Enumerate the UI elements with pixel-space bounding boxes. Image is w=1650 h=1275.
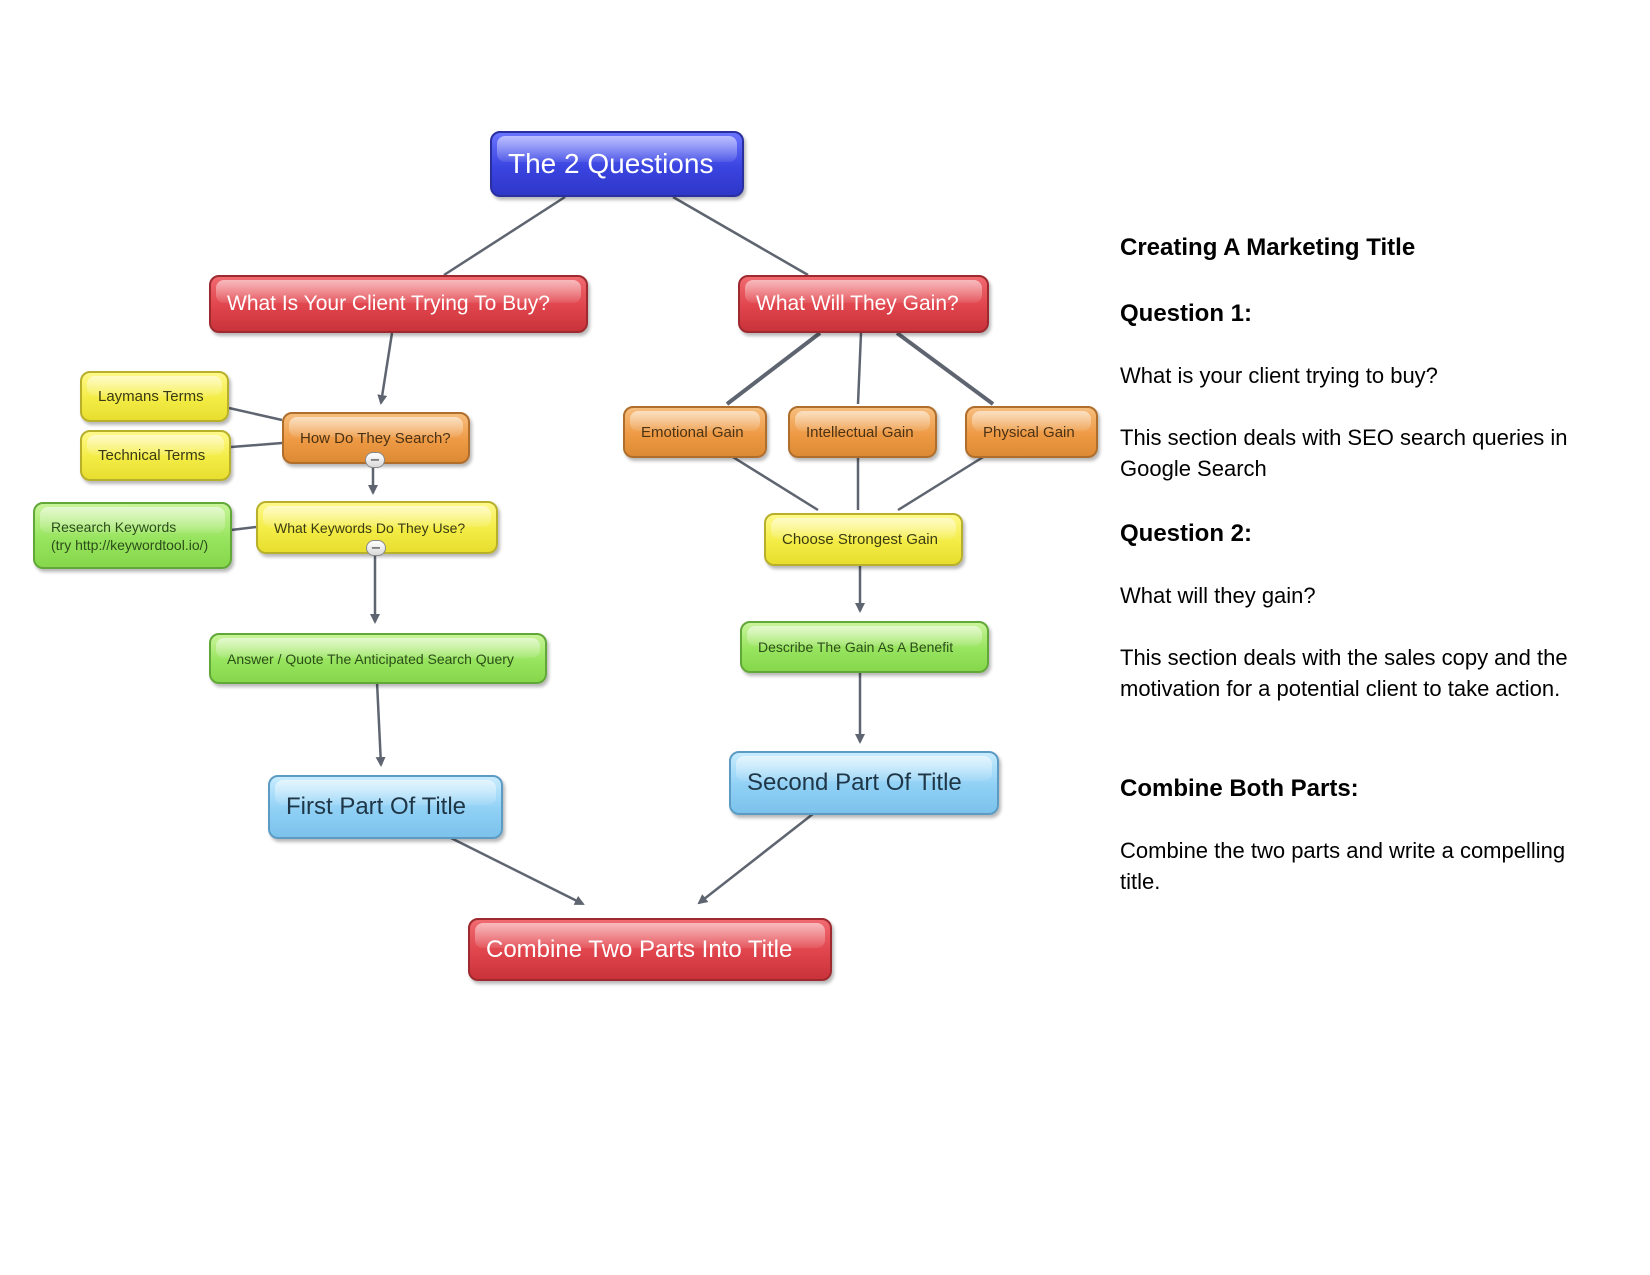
connector-answer-first bbox=[375, 681, 386, 767]
node-physical-gain[interactable]: Physical Gain bbox=[965, 406, 1098, 458]
node-label: First Part Of Title bbox=[286, 793, 467, 820]
combine-heading: Combine Both Parts: bbox=[1120, 775, 1359, 802]
question-2-text: What will they gain? bbox=[1120, 583, 1316, 608]
node-label: The 2 Questions bbox=[508, 148, 714, 179]
node-label: Laymans Terms bbox=[98, 388, 204, 405]
question-1-description: This section deals with SEO search queri… bbox=[1120, 425, 1568, 481]
node-label: How Do They Search? bbox=[300, 429, 451, 447]
connector-q2-emotional bbox=[725, 331, 822, 406]
node-choose-strongest-gain[interactable]: Choose Strongest Gain bbox=[764, 513, 963, 566]
connector-second-combine bbox=[697, 809, 819, 905]
node-label-group: Research Keywords (try http://keywordtoo… bbox=[51, 518, 208, 554]
question-2-description: This section deals with the sales copy a… bbox=[1120, 645, 1568, 701]
node-second-part-of-title[interactable]: Second Part Of Title bbox=[729, 751, 999, 815]
node-label-line2: (try http://keywordtool.io/) bbox=[51, 536, 209, 553]
node-client-trying-to-buy[interactable]: What Is Your Client Trying To Buy? bbox=[209, 275, 588, 333]
collapse-toggle-keywords[interactable]: − bbox=[366, 540, 386, 556]
question-1-text: What is your client trying to buy? bbox=[1120, 363, 1438, 388]
node-label: Combine Two Parts Into Title bbox=[486, 935, 793, 963]
question-2-heading: Question 2: bbox=[1120, 520, 1253, 547]
node-combine-two-parts[interactable]: Combine Two Parts Into Title bbox=[468, 918, 832, 981]
node-label: Choose Strongest Gain bbox=[782, 531, 938, 548]
connector-emotional-choose bbox=[727, 452, 819, 512]
node-label: Answer / Quote The Anticipated Search Qu… bbox=[227, 650, 514, 667]
combine-text: Combine the two parts and write a compel… bbox=[1120, 838, 1566, 894]
node-first-part-of-title[interactable]: First Part Of Title bbox=[268, 775, 503, 839]
node-laymans-terms[interactable]: Laymans Terms bbox=[80, 371, 229, 422]
connector-q2-intellectual bbox=[856, 332, 863, 405]
sidebar-title: Creating A Marketing Title bbox=[1120, 234, 1416, 261]
node-label: Physical Gain bbox=[983, 423, 1075, 441]
connector-root-q1 bbox=[443, 195, 566, 277]
question-1-heading: Question 1: bbox=[1120, 300, 1253, 327]
connector-physical-choose bbox=[897, 452, 989, 512]
node-label: Second Part Of Title bbox=[747, 769, 962, 796]
node-emotional-gain[interactable]: Emotional Gain bbox=[623, 406, 767, 458]
node-label: What Keywords Do They Use? bbox=[274, 519, 466, 536]
node-research-keywords[interactable]: Research Keywords (try http://keywordtoo… bbox=[33, 502, 232, 569]
node-label: Describe The Gain As A Benefit bbox=[758, 639, 954, 655]
connector-root-q2 bbox=[672, 195, 809, 277]
node-technical-terms[interactable]: Technical Terms bbox=[80, 430, 231, 481]
node-answer-quote-search-query[interactable]: Answer / Quote The Anticipated Search Qu… bbox=[209, 633, 547, 684]
node-label: Technical Terms bbox=[98, 447, 206, 464]
node-describe-gain-as-benefit[interactable]: Describe The Gain As A Benefit bbox=[740, 621, 989, 673]
connector-first-combine bbox=[442, 832, 585, 906]
collapse-toggle-how-search[interactable]: − bbox=[365, 452, 385, 468]
node-label: What Will They Gain? bbox=[756, 292, 959, 315]
node-label: What Is Your Client Trying To Buy? bbox=[227, 292, 550, 315]
node-label: Intellectual Gain bbox=[806, 423, 914, 441]
node-the-2-questions[interactable]: The 2 Questions bbox=[490, 131, 744, 197]
connector-q2-physical bbox=[895, 331, 995, 406]
node-intellectual-gain[interactable]: Intellectual Gain bbox=[788, 406, 937, 458]
node-label-line1: Research Keywords bbox=[51, 518, 177, 535]
connector-q1-how bbox=[377, 332, 394, 405]
connector-laymans-how bbox=[228, 406, 283, 422]
connector-research-keywords bbox=[230, 525, 257, 532]
connector-technical-how bbox=[230, 441, 283, 449]
node-what-will-they-gain[interactable]: What Will They Gain? bbox=[738, 275, 989, 333]
node-label: Emotional Gain bbox=[641, 423, 744, 441]
